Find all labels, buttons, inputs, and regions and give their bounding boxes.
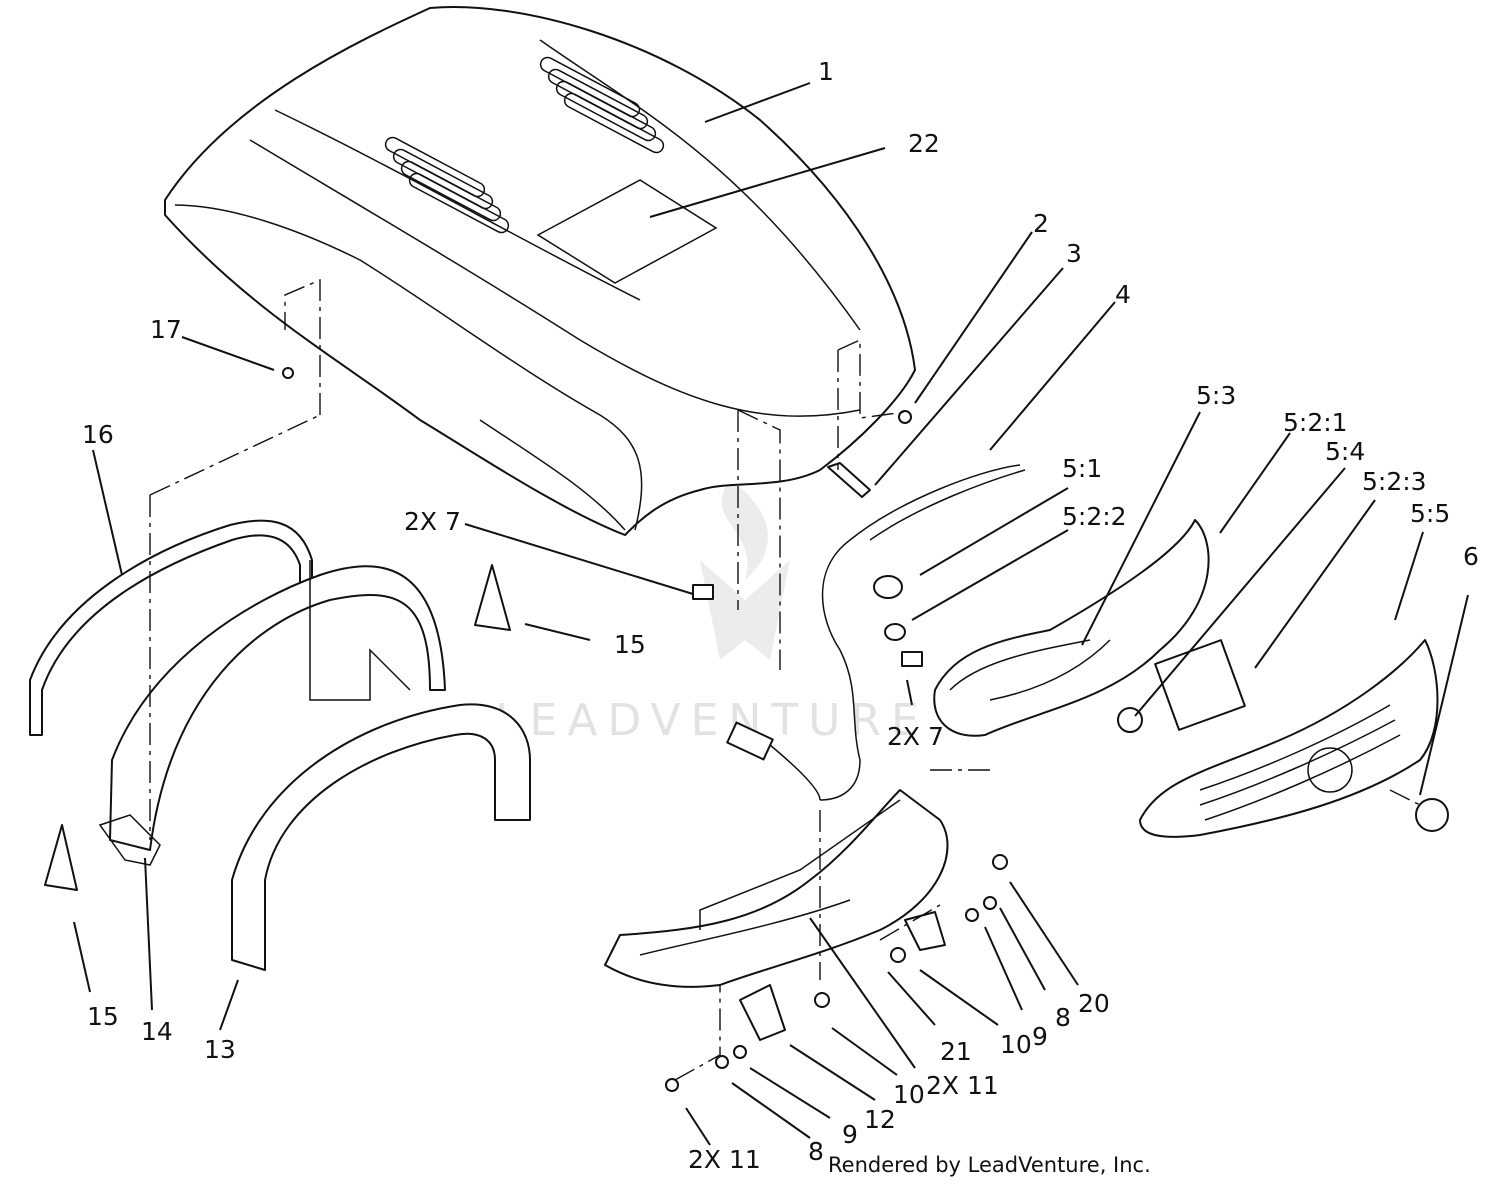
hood-decal-part	[536, 179, 718, 284]
grille-part	[1139, 639, 1439, 838]
pad-part-lower	[44, 824, 78, 891]
pad-part-upper	[474, 564, 511, 631]
hood-part	[164, 6, 916, 536]
alignment-lines	[149, 278, 1421, 1081]
callout-12: 12	[864, 1105, 896, 1134]
callout-labels: 1 22 2 3 4 17 16 2X 7 5:1 5:2:2 5:3 5:2:…	[82, 57, 1479, 1174]
washer-part-a	[983, 896, 997, 910]
clip-part-upper	[692, 584, 714, 600]
callout-5-2-2: 5:2:2	[1062, 502, 1127, 531]
bolt-part-b	[814, 992, 830, 1008]
washer-part-c	[733, 1045, 747, 1059]
callout-8-left: 8	[808, 1137, 824, 1166]
bracket-part	[98, 814, 161, 866]
callout-2x11-lower: 2X 11	[688, 1145, 761, 1174]
callout-14: 14	[141, 1017, 173, 1046]
callout-10-right: 10	[1000, 1030, 1032, 1059]
callout-2x11-middle: 2X 11	[926, 1071, 999, 1100]
callout-13: 13	[204, 1035, 236, 1064]
callout-5-5: 5:5	[1410, 499, 1450, 528]
bolt-part-a	[992, 854, 1008, 870]
rivet-part	[282, 367, 294, 379]
wiring-harness-part	[726, 464, 1026, 801]
callout-9-right: 9	[1032, 1022, 1048, 1051]
callout-1: 1	[818, 57, 834, 86]
callout-5-2-3: 5:2:3	[1362, 467, 1427, 496]
callout-2x7-upper: 2X 7	[404, 507, 461, 536]
hood-vents-rear	[539, 56, 665, 154]
washer-part-d	[715, 1055, 729, 1069]
watermark-logo-icon	[700, 480, 790, 660]
retainer-part	[1154, 639, 1246, 731]
screw-part-upper	[898, 410, 912, 424]
grommet-part	[884, 623, 906, 641]
callout-5-4: 5:4	[1325, 437, 1365, 466]
callout-2: 2	[1033, 209, 1049, 238]
callout-22: 22	[908, 129, 940, 158]
callout-15-upper: 15	[614, 630, 646, 659]
clip-part-lower	[901, 651, 923, 667]
headlight-housing-part	[933, 519, 1210, 737]
outer-fender-part	[231, 703, 531, 971]
credit-text: Rendered by LeadVenture, Inc.	[828, 1153, 1151, 1177]
screw-part-a	[890, 947, 906, 963]
callout-5-3: 5:3	[1196, 381, 1236, 410]
callout-15-lower: 15	[87, 1002, 119, 1031]
leader-lines	[73, 82, 1469, 1146]
callout-3: 3	[1066, 239, 1082, 268]
callout-9-left: 9	[842, 1120, 858, 1149]
callout-4: 4	[1115, 280, 1131, 309]
callout-2x7-lower: 2X 7	[887, 722, 944, 751]
socket-part	[873, 575, 903, 599]
lens-cap-part	[1415, 798, 1449, 832]
callout-21: 21	[940, 1037, 972, 1066]
washer-part-b	[965, 908, 979, 922]
callout-20: 20	[1078, 989, 1110, 1018]
watermark-text: LEADVENTURE	[495, 695, 929, 746]
screw-part-b	[665, 1078, 679, 1092]
plate-part	[739, 984, 786, 1041]
callout-8-right: 8	[1055, 1003, 1071, 1032]
inner-fender-part	[109, 560, 446, 851]
strap-part	[827, 462, 871, 498]
hood-vents-front	[384, 136, 510, 234]
callout-5-1: 5:1	[1062, 454, 1102, 483]
callout-5-2-1: 5:2:1	[1283, 408, 1348, 437]
callout-16: 16	[82, 420, 114, 449]
callout-6: 6	[1463, 542, 1479, 571]
callout-10-left: 10	[893, 1080, 925, 1109]
callout-17: 17	[150, 315, 182, 344]
plate-part-right	[904, 911, 946, 951]
